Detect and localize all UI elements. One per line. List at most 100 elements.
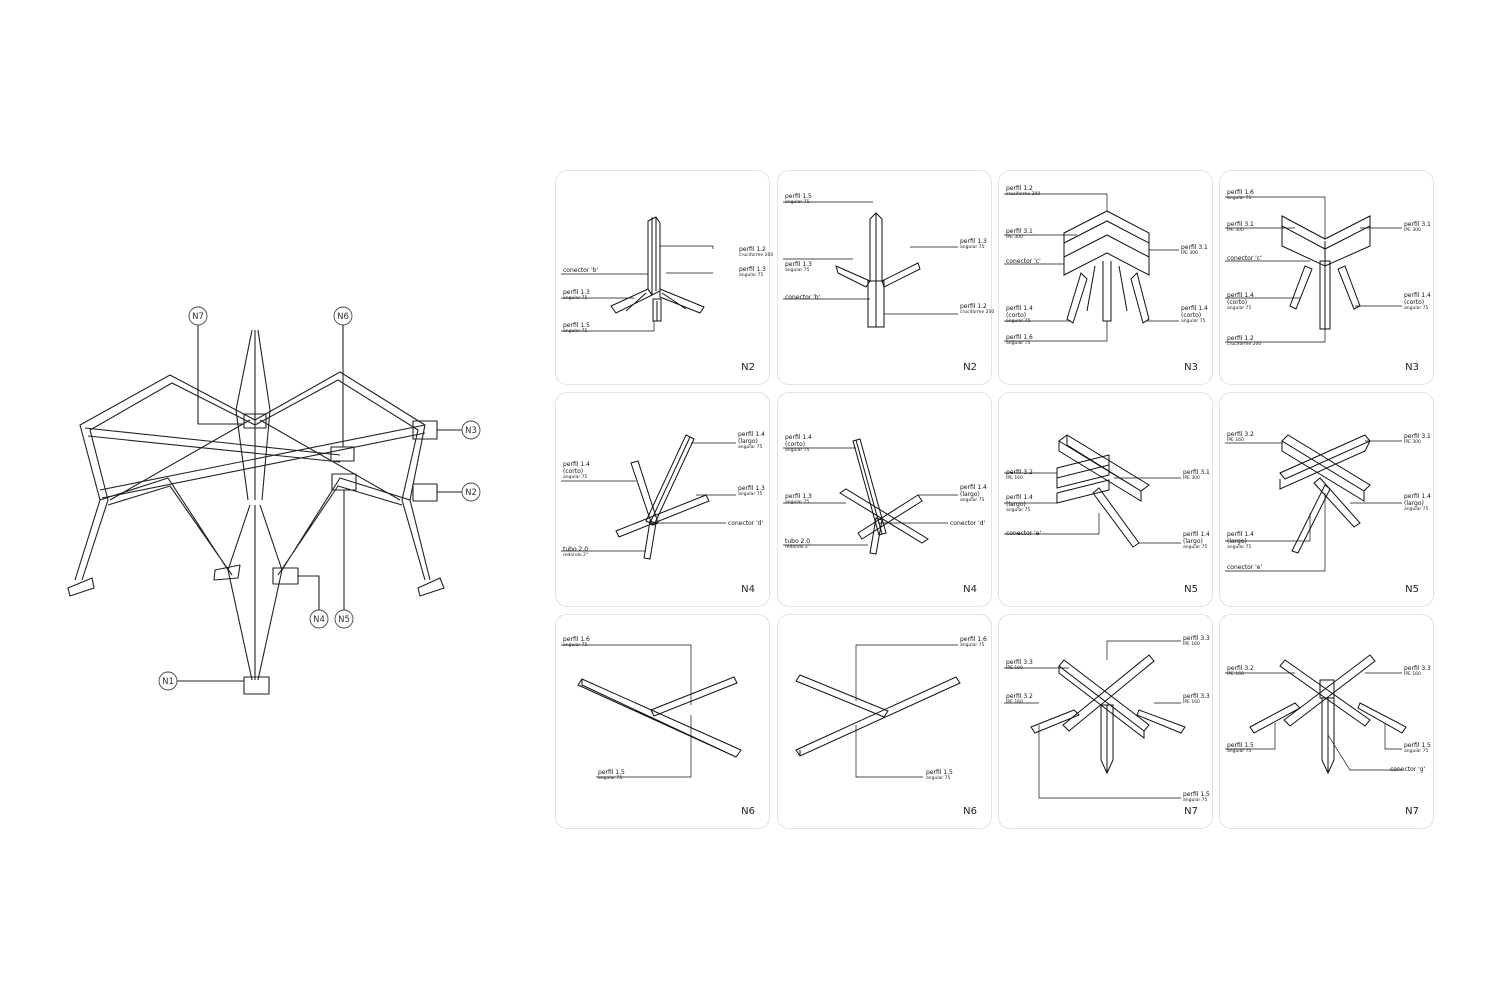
panel-node-id: N7: [1405, 806, 1419, 817]
joint-drawing: [561, 434, 736, 560]
panel-node-id: N7: [1184, 806, 1198, 817]
panel-node-id: N4: [741, 584, 755, 595]
part-label: conector 'd': [950, 520, 986, 527]
joint-drawing: [783, 201, 958, 328]
joint-drawing: [1225, 196, 1402, 343]
part-label: conector 'g': [1390, 766, 1426, 773]
beam-diagonals: [109, 419, 401, 501]
joint-drawing: [1225, 654, 1407, 775]
joint-drawing: [795, 644, 961, 778]
panel-node-id: N5: [1184, 584, 1198, 595]
node-label-n3: N3: [465, 426, 477, 436]
node-circle-n2: [461, 482, 481, 502]
foot-mid: [213, 564, 241, 581]
node-label-n2: N2: [465, 488, 477, 498]
part-label: perfil 1.4 (largo)angular 75: [1227, 531, 1254, 550]
panel-node-id: N3: [1184, 362, 1198, 373]
node-label-n4: N4: [313, 615, 325, 625]
part-label: conector 'e': [1227, 564, 1263, 571]
node-circle-n6: [333, 306, 353, 326]
node-box-n7: [243, 413, 267, 429]
part-label: perfil 1.4 (largo)angular 75: [1006, 494, 1033, 513]
part-label: conector 'e': [1006, 530, 1042, 537]
part-label: perfil 1.4 (corto)angular 75: [1181, 305, 1208, 324]
panel-node-id: N6: [741, 806, 755, 817]
node-circle-n4: [309, 609, 329, 629]
node-box-n1: [243, 676, 270, 695]
leader-n7: [197, 325, 244, 425]
part-label: perfil 1.4 (corto)angular 75: [1006, 305, 1033, 324]
part-label: conector 'c': [1227, 255, 1262, 262]
foot-left: [67, 577, 95, 597]
leader-n4: [298, 575, 320, 610]
node-circle-n1: [158, 671, 178, 691]
joint-drawing: [1225, 434, 1402, 572]
panel-node-id: N6: [963, 806, 977, 817]
part-label: perfil 1.4 (largo)angular 75: [1183, 531, 1210, 550]
beam-right: [99, 424, 426, 499]
joint-drawing: [1004, 434, 1181, 548]
part-label: perfil 1.4 (corto)angular 75: [563, 461, 590, 480]
node-label-n1: N1: [162, 677, 174, 687]
joint-drawing: [783, 438, 958, 555]
part-label: conector 'c': [1006, 258, 1041, 265]
foot-right: [417, 577, 445, 597]
node-label-n6: N6: [337, 312, 349, 322]
part-label: perfil 1.4 (corto)angular 75: [1227, 292, 1254, 311]
node-circle-n7: [188, 306, 208, 326]
mast-lower: [227, 504, 283, 681]
joint-drawing: [1004, 193, 1179, 342]
node-label-n7: N7: [192, 312, 204, 322]
part-label: conector 'b': [563, 267, 599, 274]
structure-overview: N7 N6 N3 N2 N4 N5 N1: [0, 0, 555, 1000]
joint-drawing: [1004, 640, 1186, 799]
part-label: perfil 1.4 (corto)angular 75: [785, 434, 812, 453]
panel-node-id: N2: [741, 362, 755, 373]
beam-left: [84, 427, 341, 463]
part-label: perfil 1.4 (corto)angular 75: [1404, 292, 1431, 311]
node-label-n5: N5: [338, 615, 350, 625]
node-circle-n3: [461, 420, 481, 440]
panel-node-id: N4: [963, 584, 977, 595]
joint-drawing: [561, 216, 714, 332]
